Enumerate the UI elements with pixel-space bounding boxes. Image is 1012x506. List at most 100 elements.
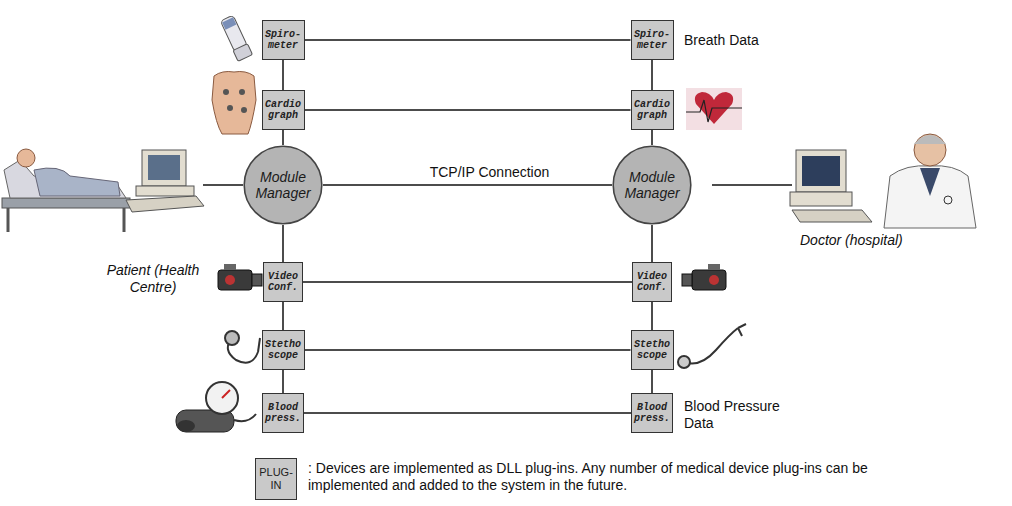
connector-line [651, 225, 653, 262]
computer-icon [136, 186, 194, 196]
circle-outline [244, 146, 322, 224]
torso-icon [223, 89, 229, 95]
connector-line [304, 412, 631, 414]
legend-row: : Devices are implemented as DLL plug-in… [308, 460, 868, 494]
doctor-icon [920, 168, 940, 196]
stethoscope-icon [678, 356, 690, 368]
stethoscope-icon [678, 324, 746, 368]
connector-line [282, 225, 284, 262]
node-text: Cardio graph [265, 99, 301, 121]
doctor-icon [884, 134, 976, 228]
plugin-box: Stetho scope [631, 330, 674, 370]
node-text: Cardio graph [634, 99, 670, 121]
node-text: Module Manager [624, 169, 679, 201]
stethoscope-icon [258, 338, 260, 352]
patient-icon [2, 149, 130, 232]
patient-icon [34, 168, 120, 196]
patient-icon [123, 208, 126, 232]
inhaler-icon [222, 17, 236, 29]
plugin-box: Video Conf. [263, 262, 303, 302]
legend-sample-box: PLUG- IN [255, 458, 297, 500]
node-text: Blood press. [265, 402, 301, 424]
computer-icon [792, 210, 872, 222]
data-label: Blood Pressure Data [684, 398, 802, 432]
edge-label: TCP/IP Connection [427, 164, 553, 180]
node-text: Stetho scope [265, 339, 301, 361]
connector-line [323, 184, 612, 186]
node-text: Spiro- meter [634, 29, 670, 51]
stethoscope-icon [738, 324, 746, 336]
doctor-icon [914, 135, 946, 144]
stethoscope-icon [684, 328, 738, 364]
plugin-box: Cardio graph [262, 90, 305, 130]
computer-icon [802, 156, 840, 186]
camcorder-icon [709, 275, 719, 285]
manager-circle: Module Manager [243, 145, 323, 225]
node-text: Spiro- meter [265, 29, 301, 51]
computer-icon [142, 150, 186, 186]
computer-icon [126, 150, 204, 212]
inhaler-icon [219, 15, 252, 62]
torso-icon [212, 72, 256, 135]
computer-icon [126, 196, 204, 212]
patient-icon [17, 149, 35, 167]
camcorder-icon [224, 264, 236, 270]
plugin-box: Video Conf. [632, 262, 672, 302]
camcorder-icon [218, 270, 252, 290]
station-wire [712, 184, 792, 186]
patient-icon [7, 208, 10, 232]
station-wire [203, 184, 243, 186]
node-text: Video Conf. [637, 271, 667, 293]
computer-icon [796, 150, 846, 192]
computer-icon [148, 155, 180, 180]
connector-line [305, 109, 631, 111]
blood-pressure-icon [177, 420, 195, 432]
stethoscope-icon [225, 331, 239, 345]
manager-circle: Module Manager [612, 145, 692, 225]
inhaler-icon [233, 44, 253, 62]
plugin-box: Blood press. [631, 393, 673, 433]
connector-line [651, 302, 653, 330]
node-text: PLUG- IN [259, 466, 293, 492]
node-text: Stetho scope [634, 339, 670, 361]
connector-line [282, 60, 284, 90]
patient-icon [2, 198, 130, 208]
legend-text: : Devices are implemented as DLL plug-in… [308, 460, 868, 494]
connector-line [305, 39, 631, 41]
heart-ecg-icon [686, 88, 742, 130]
camcorder-icon [225, 275, 235, 285]
connector-line [282, 370, 284, 393]
computer-icon [790, 150, 872, 222]
blood-pressure-icon [176, 382, 256, 432]
connector-line [282, 130, 284, 145]
torso-icon [241, 107, 247, 113]
camcorder-icon [682, 274, 692, 286]
computer-icon [790, 192, 852, 206]
connector-line [282, 302, 284, 330]
doctor-icon [944, 196, 952, 204]
connector-line [651, 370, 653, 393]
stethoscope-icon [225, 331, 260, 363]
camcorder-icon [218, 264, 262, 290]
heart-ecg-icon [686, 88, 742, 130]
heart-ecg-icon [686, 100, 742, 122]
plugin-box: Spiro- meter [262, 20, 305, 60]
camcorder-icon [252, 274, 262, 286]
doctor-icon [884, 166, 976, 228]
doctor-icon [914, 134, 946, 166]
circle-outline [613, 146, 691, 224]
torso-icon [212, 72, 256, 135]
connector-line [651, 130, 653, 145]
camcorder-icon [682, 264, 726, 290]
node-text: Module Manager [255, 169, 310, 201]
station-label: Patient (Health Centre) [92, 262, 214, 296]
connector-line [305, 349, 631, 351]
camcorder-icon [708, 264, 720, 270]
plugin-box: Spiro- meter [631, 20, 674, 60]
connector-line [651, 60, 653, 90]
node-text: Blood press. [634, 402, 670, 424]
camcorder-icon [692, 270, 726, 290]
